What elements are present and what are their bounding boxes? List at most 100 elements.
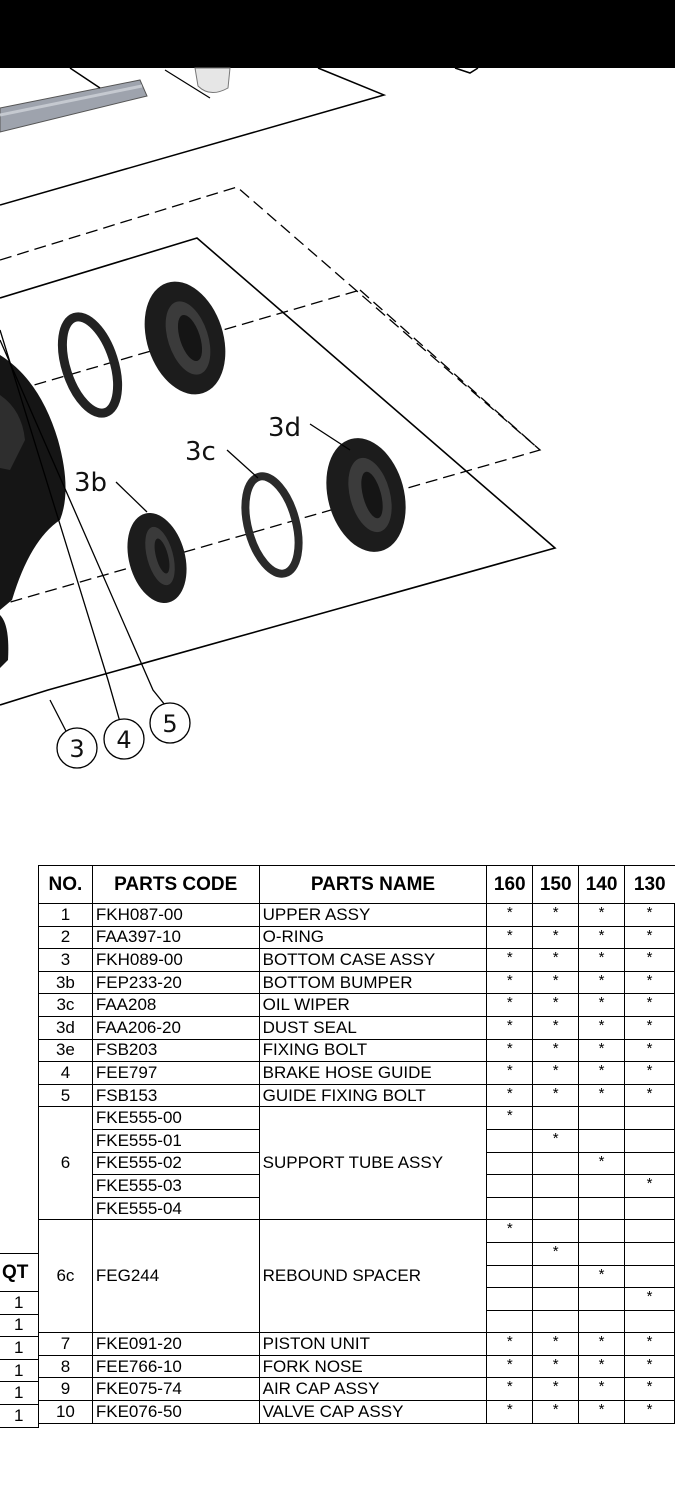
- part-code: FKE091-20: [91, 1332, 260, 1356]
- callout-circle-5: 5: [149, 702, 191, 744]
- fitment-mark: *: [578, 948, 626, 972]
- empty-cell: [624, 1241, 675, 1266]
- fitment-mark: *: [486, 1354, 534, 1379]
- part-name: BRAKE HOSE GUIDE: [258, 1061, 488, 1085]
- table-row: 3e FSB203 FIXING BOLT * * * *: [38, 1038, 675, 1063]
- qty-cell: 1: [0, 1313, 39, 1338]
- fitment-mark: *: [532, 1377, 580, 1402]
- fitment-mark: *: [486, 1400, 534, 1424]
- fitment-mark: *: [624, 903, 675, 927]
- empty-cell: [624, 1151, 675, 1176]
- fitment-mark: *: [532, 1128, 580, 1153]
- empty-cell: [486, 1241, 534, 1266]
- part-no: 10: [38, 1400, 93, 1424]
- part-name: AIR CAP ASSY: [258, 1377, 488, 1402]
- fitment-mark: *: [624, 1354, 675, 1379]
- fitment-mark: *: [624, 1015, 675, 1040]
- empty-cell: [578, 1309, 626, 1334]
- table-row: FKE555-02 *: [39, 1151, 675, 1176]
- header-parts-code: PARTS CODE: [91, 865, 260, 904]
- part-no: 8: [38, 1354, 93, 1379]
- fitment-mark: *: [624, 1377, 675, 1402]
- fitment-mark: *: [486, 1377, 534, 1402]
- fitment-mark: *: [486, 970, 534, 995]
- part-name: GUIDE FIXING BOLT: [258, 1083, 488, 1108]
- bottom-bumper-3b: [127, 512, 187, 604]
- fitment-mark: *: [578, 1264, 626, 1289]
- table-row: 5 FSB153 GUIDE FIXING BOLT * * * *: [38, 1083, 675, 1108]
- part-code: FKE075-74: [91, 1377, 260, 1402]
- part-no: 6: [38, 1106, 93, 1221]
- part-name: OIL WIPER: [258, 993, 488, 1017]
- empty-cell: [578, 1196, 626, 1221]
- lower-assembly-panel: [0, 237, 557, 706]
- oil-wiper-3c: [241, 472, 303, 578]
- fitment-mark: *: [532, 993, 580, 1017]
- fitment-mark: *: [624, 1400, 675, 1424]
- fitment-mark: *: [532, 948, 580, 972]
- part-code: FKE555-04: [91, 1196, 260, 1221]
- fitment-mark: *: [486, 1038, 534, 1063]
- empty-cell: [578, 1287, 626, 1311]
- empty-cell: [486, 1196, 534, 1221]
- part-no: 9: [38, 1377, 93, 1402]
- table-row: *: [39, 1264, 675, 1289]
- part-no: 5: [38, 1083, 93, 1108]
- part-name: FIXING BOLT: [258, 1038, 488, 1063]
- header-size-160: 160: [486, 865, 534, 904]
- fitment-mark: *: [486, 993, 534, 1017]
- part-code: FEE766-10: [91, 1354, 260, 1379]
- empty-cell: [624, 1309, 675, 1334]
- fitment-mark: *: [578, 1400, 626, 1424]
- part-no: 4: [38, 1061, 93, 1085]
- fitment-mark: *: [624, 925, 675, 950]
- empty-cell: [532, 1174, 580, 1198]
- fitment-mark: *: [578, 1015, 626, 1040]
- callout-3d: 3d: [268, 413, 301, 443]
- fitment-mark: *: [624, 1174, 675, 1198]
- seal-upper: [144, 281, 226, 395]
- upper-assembly-panel: [0, 67, 479, 206]
- empty-cell: [532, 1309, 580, 1334]
- part-no: 6c: [38, 1219, 93, 1334]
- table-row: 2 FAA397-10 O-RING * * * *: [38, 925, 675, 950]
- part-no: 7: [38, 1332, 93, 1356]
- fitment-mark: *: [578, 1354, 626, 1379]
- dust-seal-3d: [326, 438, 406, 552]
- empty-cell: [624, 1128, 675, 1153]
- fitment-mark: *: [532, 1015, 580, 1040]
- part-no: 3c: [38, 993, 93, 1017]
- empty-cell: [486, 1128, 534, 1153]
- o-ring-upper: [57, 312, 123, 418]
- part-code: FAA206-20: [91, 1015, 260, 1040]
- fitment-mark: *: [532, 1332, 580, 1356]
- part-code: FSB203: [91, 1038, 260, 1063]
- table-row: *: [39, 1287, 675, 1311]
- part-name: BOTTOM CASE ASSY: [258, 948, 488, 972]
- fitment-mark: *: [532, 1354, 580, 1379]
- part-name: PISTON UNIT: [258, 1332, 488, 1356]
- fitment-mark: *: [486, 1106, 534, 1130]
- part-no: 3b: [38, 970, 93, 995]
- part-name: DUST SEAL: [258, 1015, 488, 1040]
- qty-cell: 1: [0, 1291, 39, 1315]
- part-code: FKH089-00: [91, 948, 260, 972]
- part-no: 1: [38, 903, 93, 927]
- table-row: 3b FEP233-20 BOTTOM BUMPER * * * *: [38, 970, 675, 995]
- table-row: FKE555-01 *: [39, 1128, 675, 1153]
- empty-cell: [532, 1106, 580, 1130]
- fitment-mark: *: [486, 1332, 534, 1356]
- part-no: 3d: [38, 1015, 93, 1040]
- part-name: UPPER ASSY: [258, 903, 488, 927]
- fitment-mark: *: [578, 1038, 626, 1063]
- parts-table: NO. PARTS CODE PARTS NAME 160 150 140 13…: [38, 865, 675, 1424]
- upper-rod: [0, 67, 231, 133]
- header-size-130: 130: [624, 865, 675, 904]
- fitment-mark: *: [486, 948, 534, 972]
- fitment-mark: *: [578, 1332, 626, 1356]
- part-code: FKE555-01: [91, 1128, 260, 1153]
- empty-cell: [624, 1196, 675, 1221]
- fitment-mark: *: [532, 1241, 580, 1266]
- table-row: 4 FEE797 BRAKE HOSE GUIDE * * * *: [38, 1061, 675, 1085]
- table-row: 1 FKH087-00 UPPER ASSY * * * *: [38, 903, 675, 927]
